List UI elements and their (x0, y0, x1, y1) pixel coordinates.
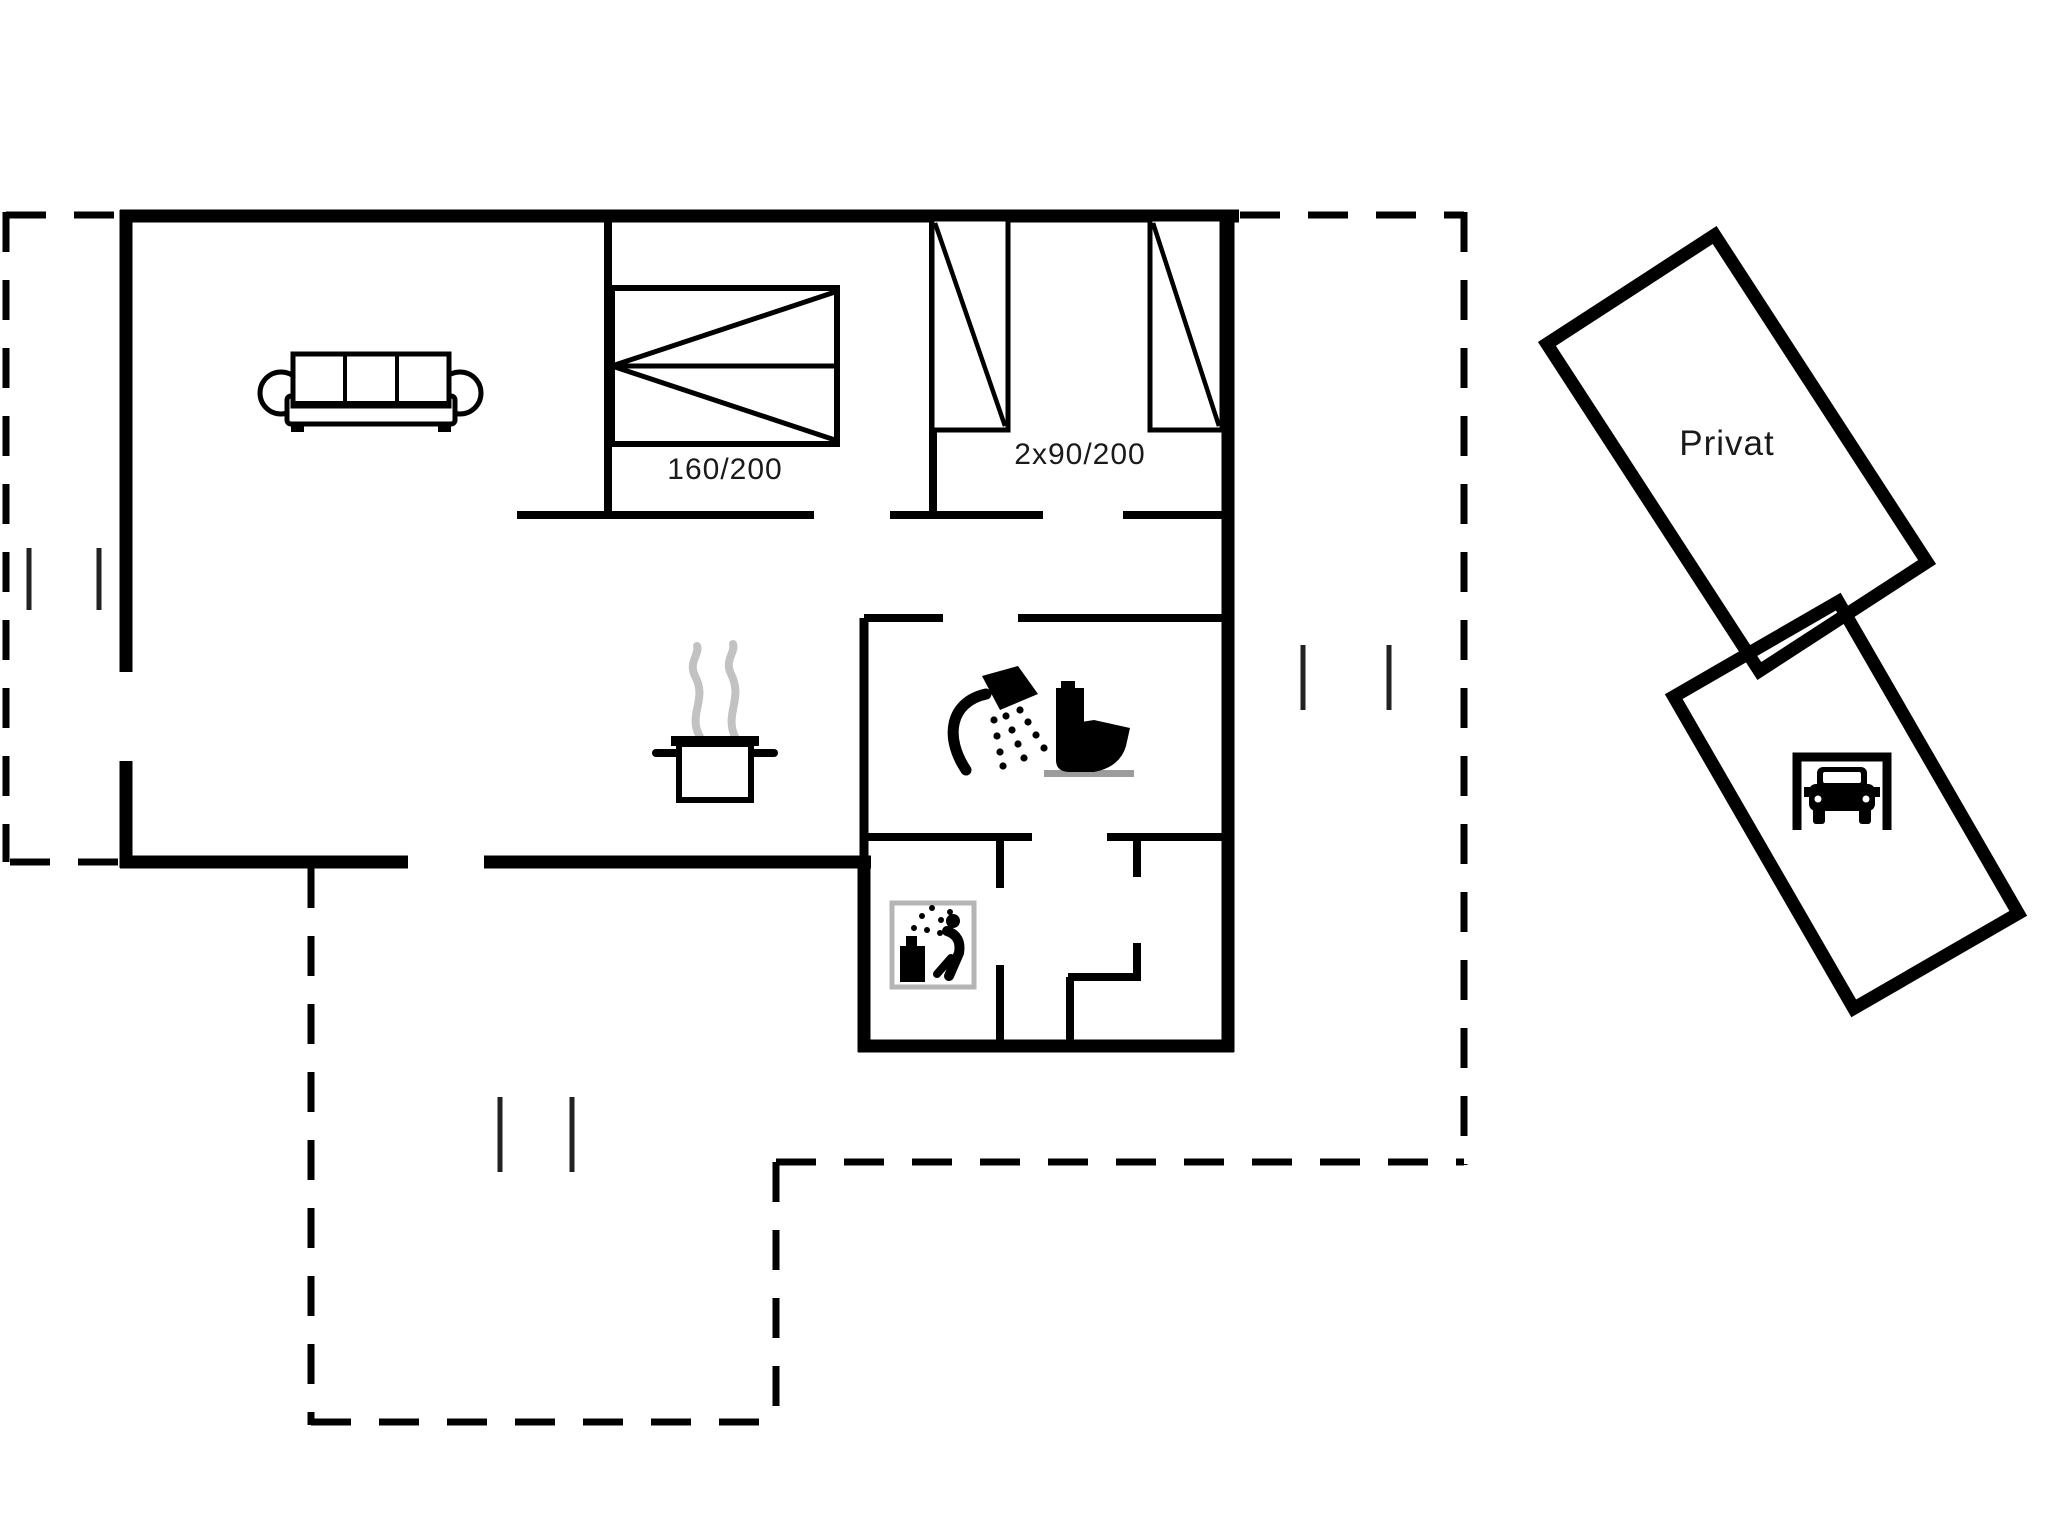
toilet-icon (1044, 681, 1134, 777)
twin-bed-size-label: 2x90/200 (1014, 438, 1146, 471)
car-icon (1792, 752, 1892, 830)
privat-label: Privat (1679, 424, 1775, 463)
washing-machine-icon (889, 900, 977, 990)
steam-icon (688, 642, 704, 741)
cooking-pot-icon (652, 640, 778, 803)
steam-icon (724, 640, 740, 743)
carport-outline (1664, 592, 2028, 1018)
double-bed-icon (609, 285, 840, 447)
single-bed-icon-left (929, 216, 1011, 433)
single-bed-icon-right (1147, 216, 1225, 433)
double-bed-size-label: 160/200 (667, 453, 783, 486)
terrace-dashed-outline (2, 211, 1468, 1426)
shower-icon (947, 666, 1048, 776)
terrace-opening-marks (26, 548, 1392, 1172)
outer-walls (119, 209, 1239, 1053)
sofa-icon (257, 351, 484, 432)
